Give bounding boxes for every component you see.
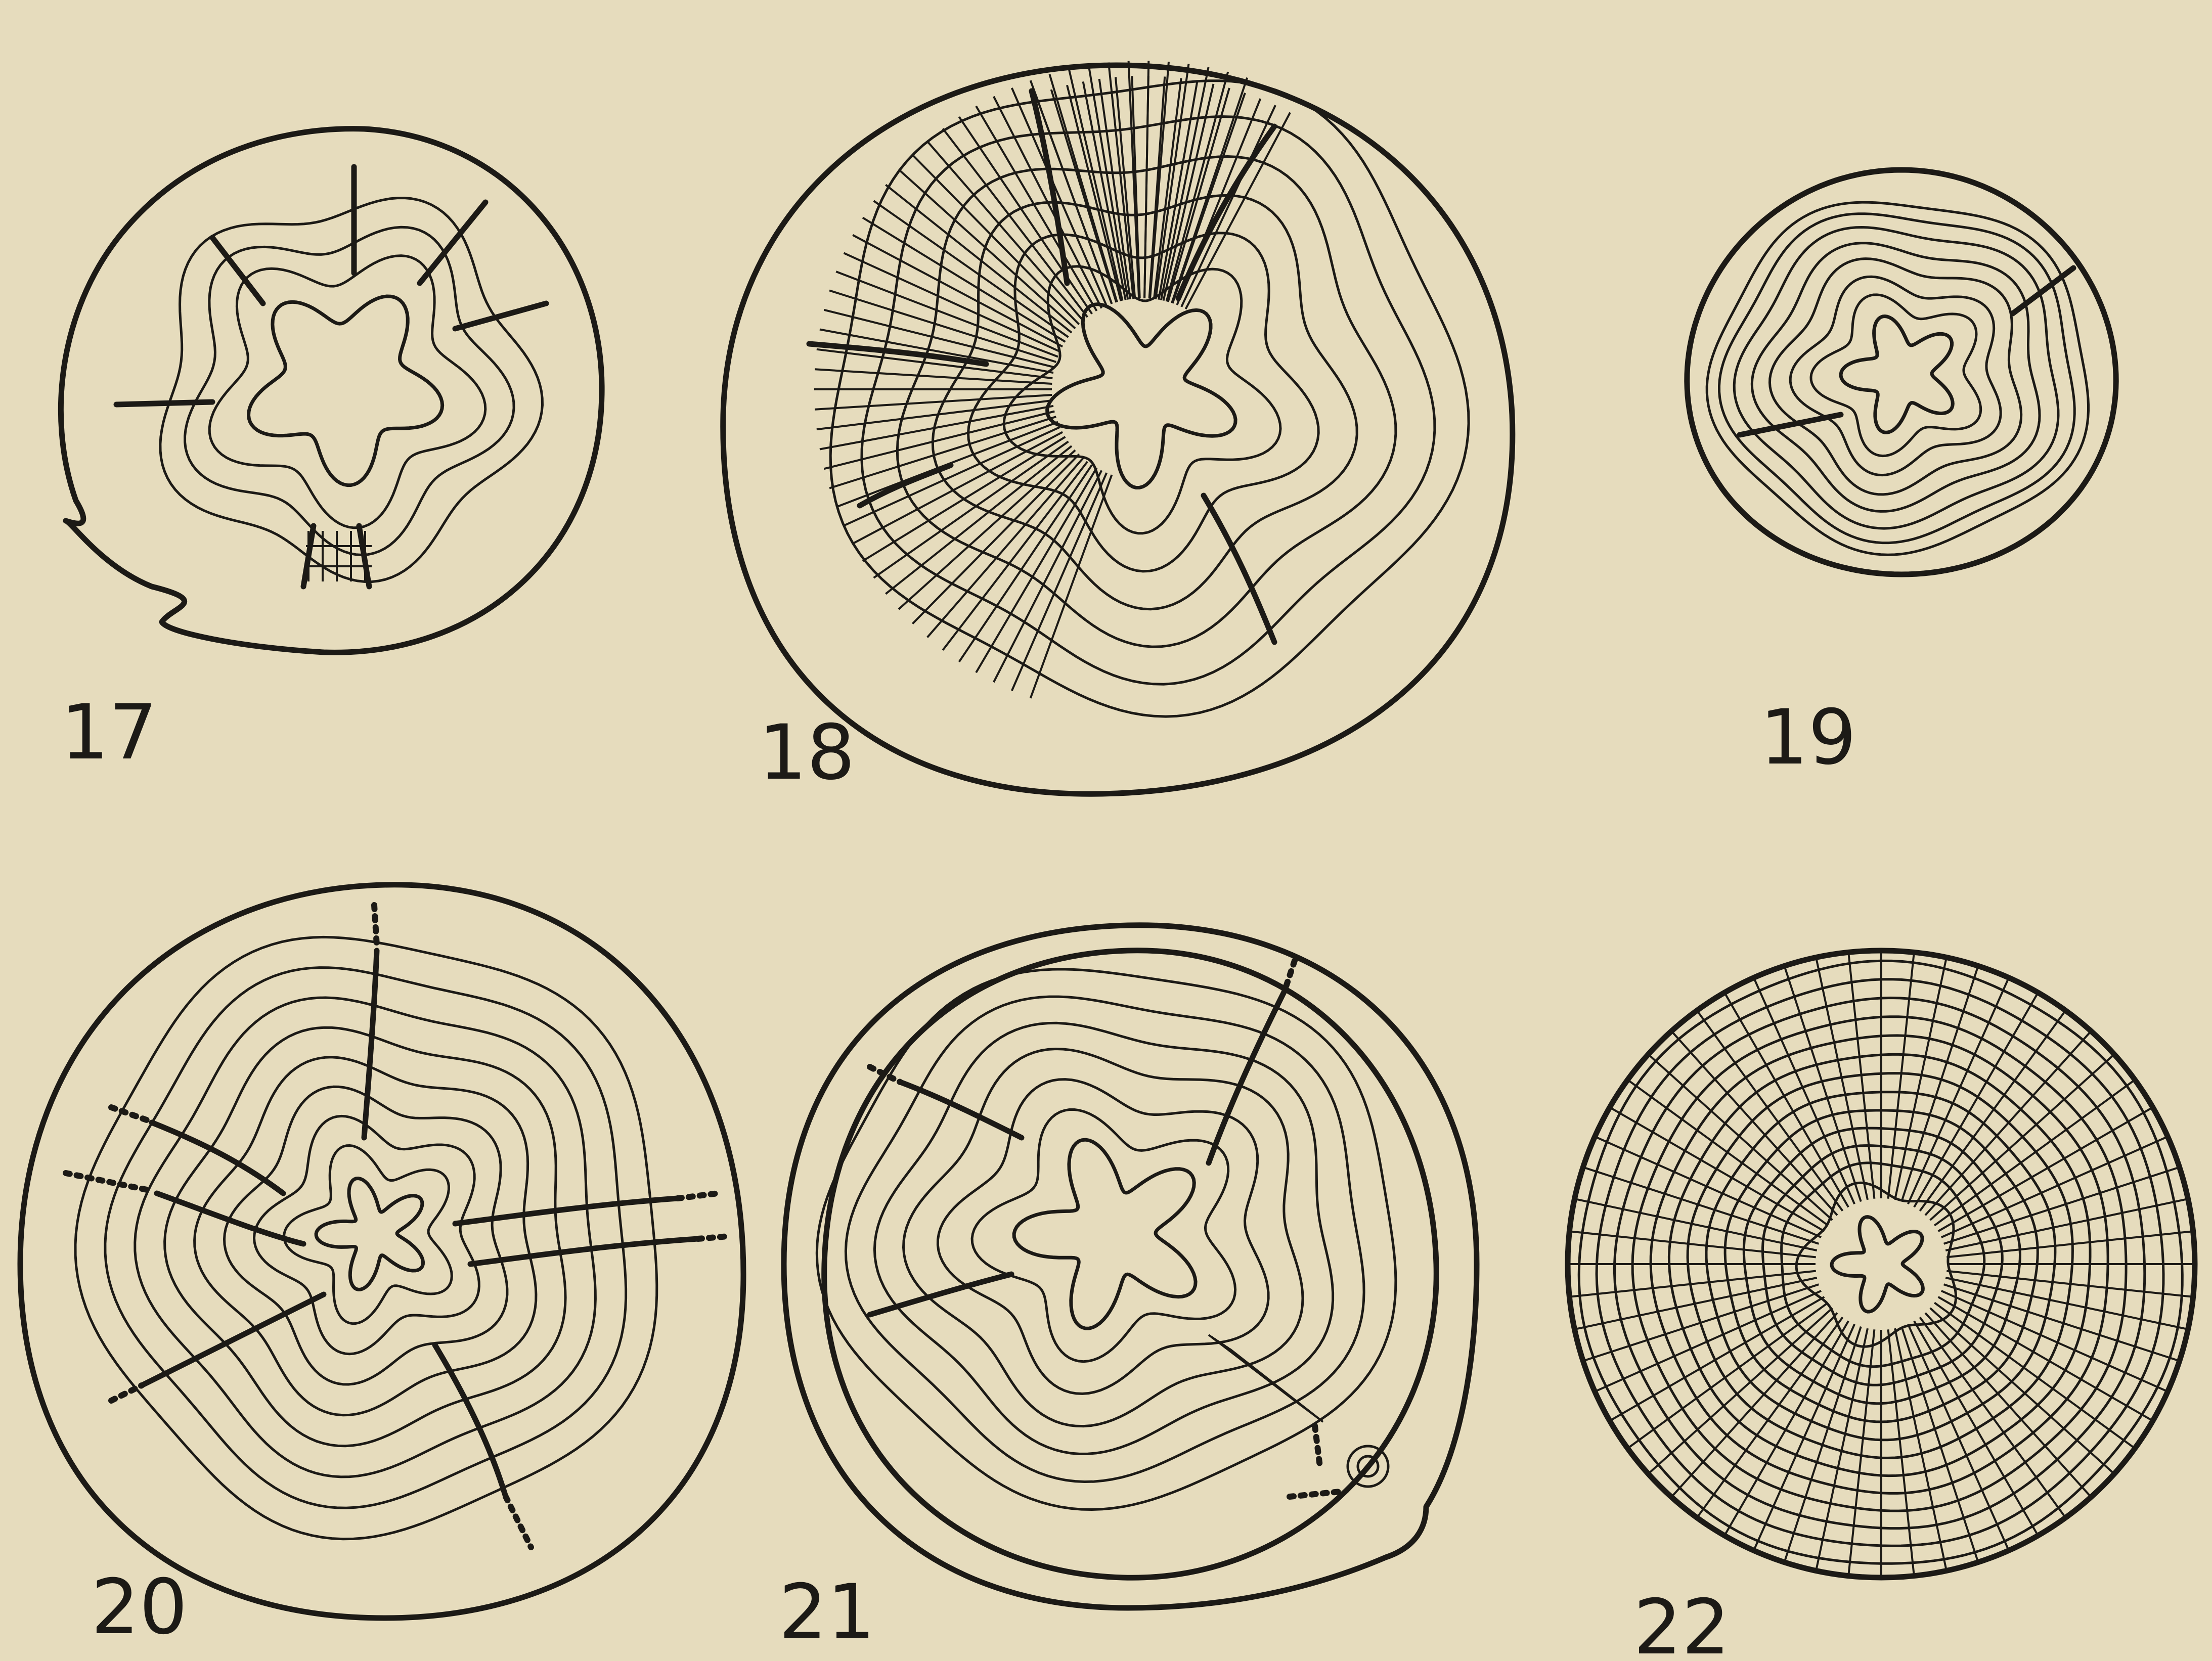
- fig18-ring: [1004, 266, 1280, 533]
- fig18-ray-top: [1149, 77, 1165, 299]
- fig20-crack-top: [364, 951, 377, 1138]
- fig18-ray: [824, 412, 1054, 469]
- figure-19-wood-section: 19: [1687, 170, 2116, 782]
- fig22-label: 22: [1633, 1584, 1730, 1661]
- fig19-label: 19: [1760, 694, 1856, 782]
- fig18-label: 18: [759, 709, 855, 797]
- fig22-ray: [1673, 1033, 1838, 1215]
- fig17-ring: [185, 227, 514, 555]
- fig20-crack-right-2: [470, 1239, 698, 1264]
- fig22-ray: [1888, 1329, 1914, 1573]
- fig21-ring: [972, 1110, 1235, 1362]
- fig22-ring: [1597, 979, 2163, 1546]
- fig21-ring: [846, 997, 1364, 1482]
- fig21-dots-lower: [1315, 1426, 1320, 1466]
- fig17-outline: [61, 129, 602, 653]
- fig21-bark-line: [824, 951, 1437, 1578]
- fig22-medullary-rays: [1570, 953, 2192, 1575]
- fig20-dots-right-1: [678, 1193, 718, 1198]
- fig19-growth-rings: [1707, 202, 2088, 555]
- fig18-crack-left: [809, 344, 986, 364]
- fig22-pith: [1832, 1217, 1923, 1312]
- fig19-pith: [1841, 317, 1953, 433]
- fig20-dots-left-1: [111, 1107, 147, 1120]
- figure-17-wood-section: 17: [61, 129, 602, 777]
- figure-20-wood-section: 20: [20, 885, 743, 1651]
- fig22-ray: [1572, 1232, 1816, 1258]
- fig18-ray-top: [1067, 85, 1121, 301]
- fig17-label: 17: [61, 689, 157, 777]
- fig20-crack-right-1: [455, 1198, 678, 1224]
- fig18-ray-top: [1186, 113, 1291, 309]
- fig18-crack-top-left: [1032, 91, 1067, 283]
- fig18-ray-top: [1144, 76, 1148, 298]
- fig20-ring: [105, 968, 626, 1508]
- fig21-dots-upper-right: [1285, 961, 1295, 991]
- fig18-ray: [844, 253, 1060, 351]
- fig19-ring: [1790, 277, 2001, 475]
- fig18-ring: [830, 81, 1469, 716]
- fig17-pith: [249, 296, 443, 485]
- fig21-knot-dots: [1290, 1492, 1340, 1497]
- fig20-dots-lower-right: [506, 1497, 531, 1547]
- fig22-ray: [1888, 955, 1914, 1198]
- fig18-ring: [968, 233, 1319, 571]
- figure-21-wood-section: 21: [779, 925, 1477, 1656]
- fig20-dots-top: [374, 905, 377, 946]
- fig18-ray: [815, 369, 1052, 384]
- fig21-label: 21: [779, 1568, 875, 1656]
- fig22-ray: [1944, 1284, 2177, 1360]
- fig20-outline: [20, 885, 743, 1618]
- fig21-fibre-strands: [1209, 1335, 1323, 1422]
- fig22-ray: [1673, 1313, 1838, 1495]
- fig21-crack-upper-left: [900, 1082, 1022, 1138]
- fig19-ring: [1719, 214, 2075, 543]
- fig19-ring: [1770, 259, 2021, 495]
- fig20-dots-right-2: [698, 1236, 728, 1239]
- fig18-ray: [1167, 72, 1228, 301]
- fig22-ray: [1699, 1013, 1843, 1211]
- fig18-growth-rings: [830, 81, 1469, 716]
- fig21-pith: [1014, 1140, 1196, 1328]
- figure-18-wood-section: 18: [723, 61, 1513, 797]
- figure-22-wood-section: 22: [1568, 951, 2195, 1661]
- fig21-crack-upper-right: [1209, 991, 1285, 1163]
- fig20-dots-lower-left: [111, 1385, 142, 1401]
- fig20-growth-rings: [75, 937, 657, 1539]
- fig22-ring: [1763, 1146, 2003, 1385]
- fig20-label: 20: [91, 1563, 188, 1651]
- fig22-ray: [1755, 1324, 1854, 1548]
- fig20-ring: [75, 937, 657, 1539]
- fig19-ring: [1811, 295, 1981, 456]
- fig18-ray: [844, 427, 1060, 526]
- fig20-ring: [284, 1146, 452, 1324]
- fig17-crack-left: [116, 402, 212, 405]
- fig22-ray: [1572, 1271, 1816, 1297]
- fig20-dots-left-2: [66, 1173, 152, 1191]
